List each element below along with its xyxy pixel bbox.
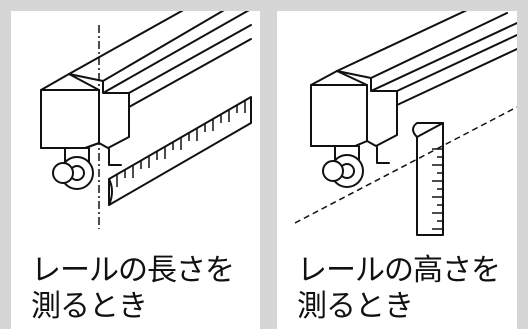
rail-side-lower: [396, 34, 517, 92]
rail-top-inner: [102, 11, 225, 82]
tape-measure: [108, 96, 252, 206]
rail-bottom-edge: [128, 38, 252, 108]
rail-length-illustration: [40, 11, 252, 229]
tape-measure: [416, 122, 444, 236]
reference-line: [294, 106, 517, 224]
rail-top-edge: [336, 11, 468, 72]
rail-end-face: [310, 84, 368, 147]
rail-height-illustration: [294, 11, 517, 236]
caption-line: 測るとき: [31, 289, 148, 324]
panel-rail-height: レールの高さを 測るとき: [277, 11, 517, 329]
caption-rail-length: レールの長さを 測るとき: [31, 253, 235, 325]
rail-side-lower: [128, 24, 252, 94]
rail-side-upper: [370, 22, 517, 92]
panel-rail-length: レールの長さを 測るとき: [11, 11, 260, 329]
tape-ticks: [432, 148, 443, 230]
rail-top-edge: [68, 11, 184, 75]
caption-rail-height: レールの高さを 測るとき: [297, 253, 501, 325]
tape-ticks: [116, 101, 246, 187]
rail-top-inner: [370, 12, 508, 79]
rail-side-upper: [102, 11, 250, 94]
caption-line: レールの長さを: [31, 253, 235, 288]
caption-line: レールの高さを: [297, 253, 501, 288]
rail-bottom-edge: [396, 48, 517, 106]
caption-line: 測るとき: [297, 289, 414, 324]
rail-end-face: [40, 89, 100, 149]
